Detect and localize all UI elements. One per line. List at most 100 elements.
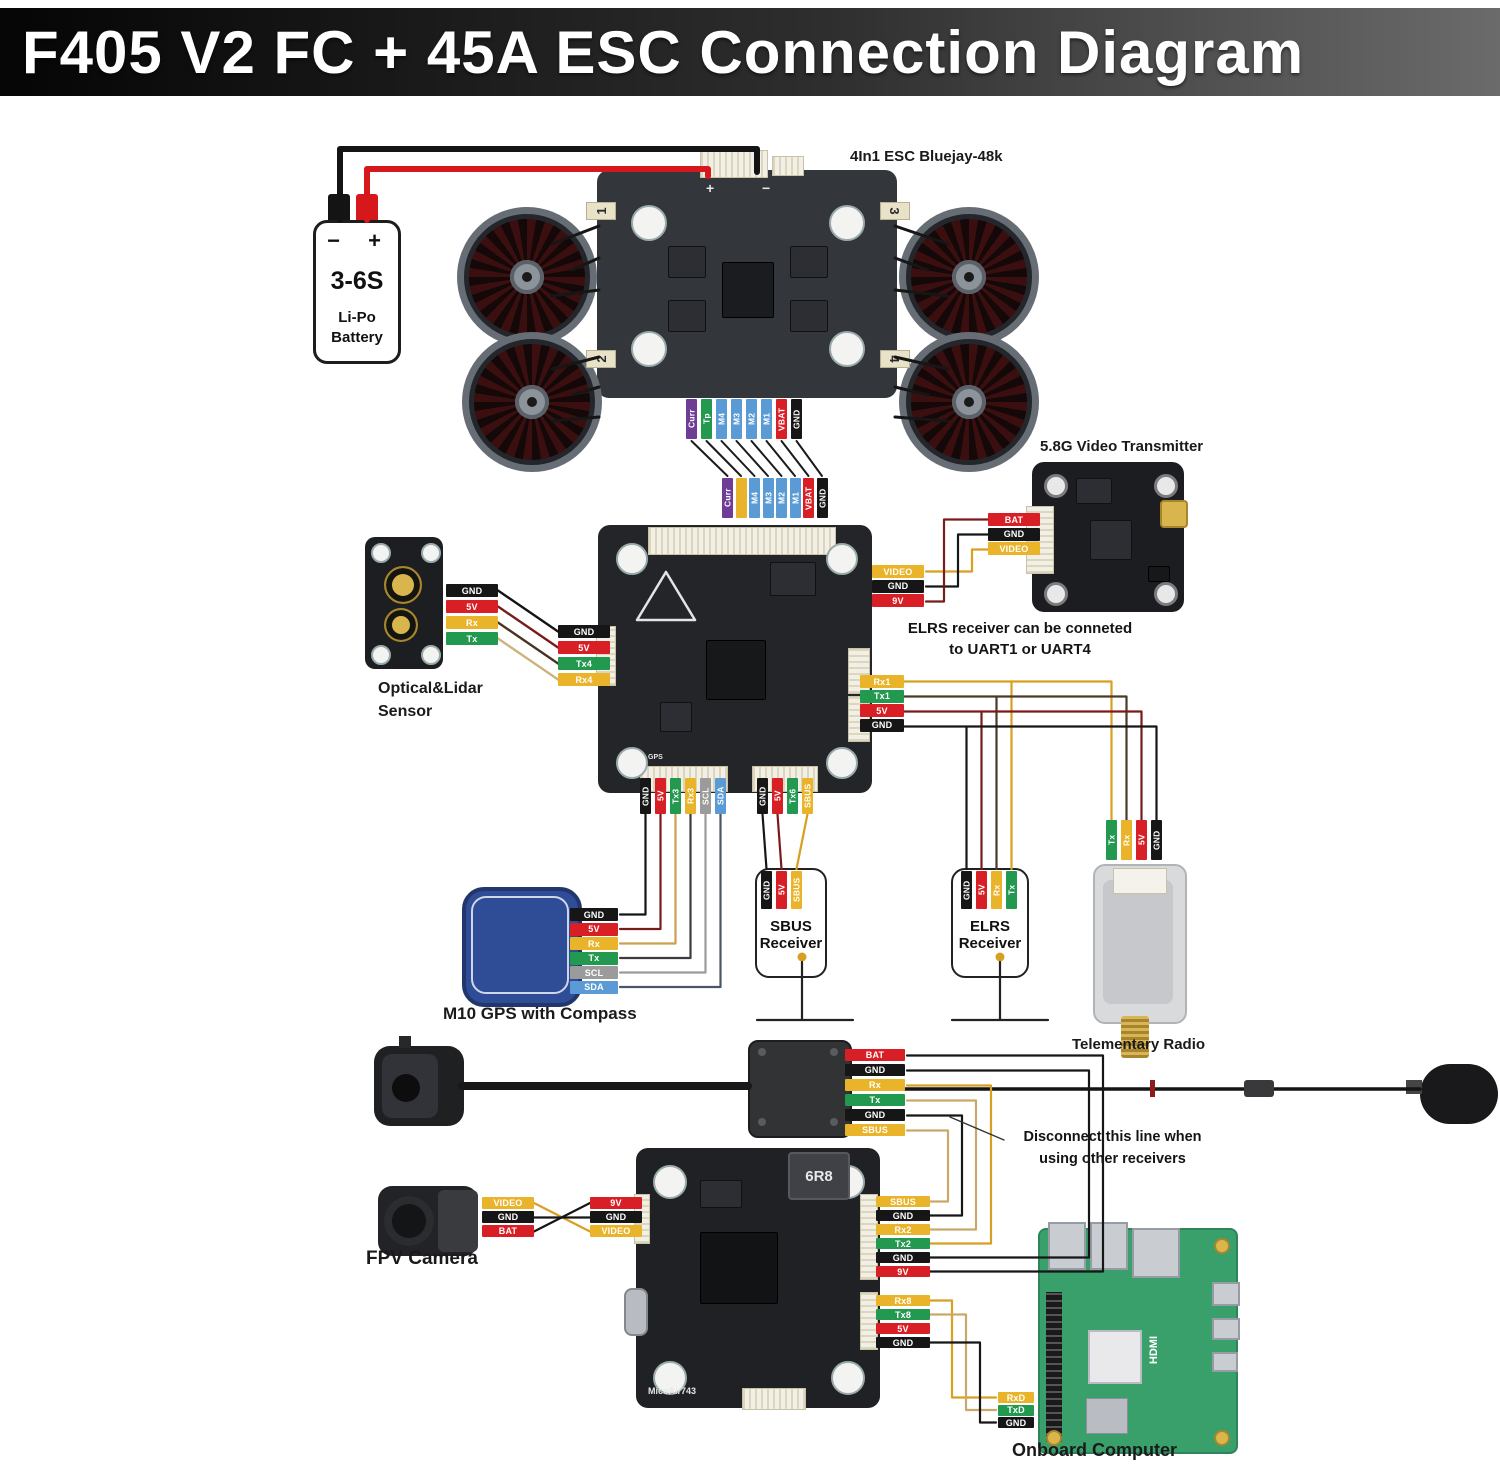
- esc-standoff: [631, 205, 667, 241]
- sensor-hole: [421, 543, 441, 563]
- title-banner: F405 V2 FC + 45A ESC Connection Diagram: [0, 8, 1500, 96]
- pin-sbus: SBUS: [876, 1196, 930, 1207]
- vtx-button: [1148, 566, 1170, 582]
- telemetry-name: Telementary Radio: [1071, 1036, 1206, 1053]
- esc-motor1-tab: 1: [586, 202, 616, 220]
- vtx-hole: [1154, 474, 1178, 498]
- pin-tp: Tp: [701, 399, 712, 439]
- pin-gnd: GND: [816, 478, 828, 518]
- pin-scl: SCL: [570, 966, 618, 979]
- plus-sign: +: [368, 228, 381, 253]
- sensor-hole: [371, 645, 391, 665]
- pin-gnd: GND: [872, 579, 924, 593]
- gps-name: M10 GPS with Compass: [443, 1004, 637, 1023]
- esc-fet: [790, 246, 828, 278]
- pin-tx: Tx: [570, 951, 618, 965]
- pin-sda: SDA: [715, 778, 726, 814]
- fc2-right-connector-top: [860, 1194, 878, 1280]
- fc-chip: [660, 702, 692, 732]
- pin-m2: M2: [746, 399, 757, 439]
- esc-name: 4In1 ESC Bluejay-48k: [850, 148, 1003, 165]
- pin-sda: SDA: [570, 980, 618, 994]
- antenna-pod: [1420, 1064, 1498, 1124]
- pin-tx: Tx: [446, 632, 498, 645]
- pin-5v: 5V: [1136, 820, 1147, 860]
- pin-5v: 5V: [558, 641, 610, 654]
- pin-9v: 9V: [876, 1266, 930, 1277]
- pin-gnd: GND: [961, 871, 972, 909]
- pin-gnd: GND: [998, 1417, 1034, 1428]
- vtx-hole: [1154, 582, 1178, 606]
- pin-rx8: Rx8: [876, 1295, 930, 1306]
- airunit-screw: [830, 1048, 838, 1056]
- pin-scl: SCL: [700, 778, 711, 814]
- pin-sbus: SBUS: [845, 1124, 905, 1136]
- pin-tx1: Tx1: [860, 689, 904, 703]
- pin-gnd: GND: [640, 778, 651, 814]
- vtx-chip: [1090, 520, 1132, 560]
- esc-aux-pad: [772, 156, 804, 176]
- pin-gnd: GND: [482, 1211, 534, 1223]
- pin-bat: BAT: [988, 513, 1040, 526]
- esc-plus-mark: +: [706, 180, 715, 196]
- gps-module-face: [471, 896, 569, 994]
- pin-9v: 9V: [872, 594, 924, 607]
- pin-tx2: Tx2: [876, 1238, 930, 1249]
- sensor-name-line2: Sensor: [378, 703, 433, 720]
- pin-rx4: Rx4: [558, 673, 610, 686]
- pin-gnd: GND: [876, 1252, 930, 1263]
- onboard-computer-name: Onboard Computer: [1012, 1440, 1177, 1460]
- fc-gps-silk: GPS: [648, 754, 663, 761]
- motor-hub: [952, 385, 986, 419]
- pin-tx: Tx: [845, 1094, 905, 1106]
- pin-5v: 5V: [570, 922, 618, 936]
- motor-hub: [952, 260, 986, 294]
- pin-gnd: GND: [845, 1064, 905, 1076]
- pin-5v: 5V: [772, 778, 783, 814]
- pi-micro-hdmi: [1212, 1318, 1240, 1340]
- pin-tx4: Tx4: [558, 657, 610, 670]
- esc-fet: [790, 300, 828, 332]
- elrs-uart-note: ELRS receiver can be conneted to UART1 o…: [905, 618, 1135, 660]
- pin-gnd: GND: [1151, 820, 1162, 860]
- antenna-connector: [1244, 1080, 1274, 1097]
- battery-polarity: − +: [313, 228, 395, 254]
- pin-5v: 5V: [776, 871, 787, 909]
- gps-module: [462, 887, 582, 1007]
- pin-5v: 5V: [976, 871, 987, 909]
- airunit-screw: [758, 1118, 766, 1126]
- optical-lens: [384, 608, 418, 642]
- pin-blank: [735, 478, 747, 518]
- minus-sign: −: [327, 228, 340, 253]
- telemetry-sma-connector: [1121, 1016, 1149, 1058]
- airunit-camera-lens: [392, 1074, 420, 1102]
- fc2-mcu: [700, 1232, 778, 1304]
- battery: 3-6S Li-Po Battery: [313, 220, 401, 364]
- elrs-note-line2: to UART1 or UART4: [949, 641, 1091, 658]
- telemetry-radio-connector: [1113, 868, 1167, 894]
- pin-tx8: Tx8: [876, 1309, 930, 1320]
- antenna-red-band: [1150, 1080, 1155, 1097]
- pin-rxd: RxD: [998, 1392, 1034, 1403]
- pin-video: VIDEO: [872, 565, 924, 578]
- pin-m1: M1: [761, 399, 772, 439]
- pi-hole: [1214, 1238, 1230, 1254]
- fc2-chip: [700, 1180, 742, 1208]
- pin-m4: M4: [716, 399, 727, 439]
- pin-m4: M4: [749, 478, 760, 518]
- sensor-hole: [371, 543, 391, 563]
- fc2-inductor-6r8: 6R8: [788, 1152, 850, 1200]
- pi-hole: [1214, 1430, 1230, 1446]
- fc-mcu: [706, 640, 766, 700]
- pin-m3: M3: [731, 399, 742, 439]
- pin-tx: Tx: [1106, 820, 1117, 860]
